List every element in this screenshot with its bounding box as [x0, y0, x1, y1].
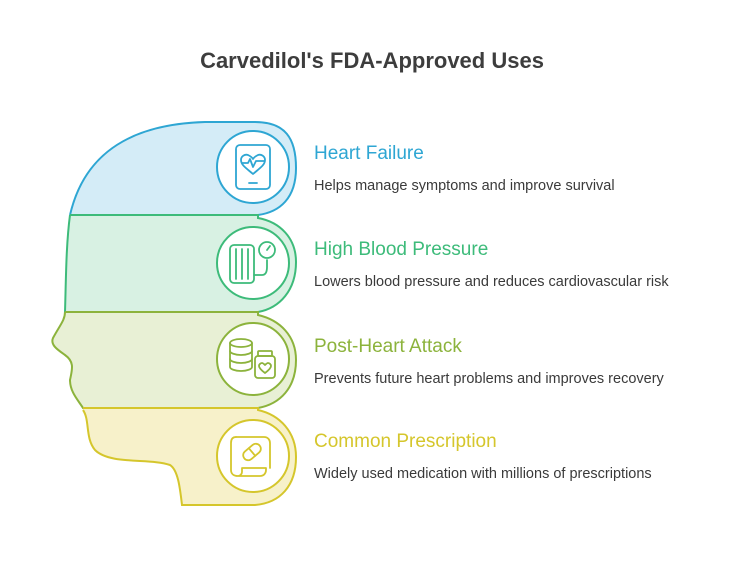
- icon-circle-post-heart-attack: [216, 322, 290, 396]
- diagram-title: Carvedilol's FDA-Approved Uses: [200, 48, 544, 73]
- item-description-common-prescription: Widely used medication with millions of …: [314, 466, 652, 482]
- prescription-scroll-icon: [230, 436, 271, 477]
- item-title-heart-failure: Heart Failure: [314, 143, 424, 164]
- item-description-heart-failure: Helps manage symptoms and improve surviv…: [314, 178, 615, 194]
- tablet-heart-icon: [235, 144, 271, 190]
- item-title-post-heart-attack: Post-Heart Attack: [314, 336, 462, 357]
- band-outline-common-prescription: [82, 407, 298, 506]
- item-title-high-blood-pressure: High Blood Pressure: [314, 239, 489, 260]
- blood-pressure-monitor-icon: [229, 241, 276, 284]
- band-outline-post-heart-attack: [51, 311, 298, 409]
- band-outline-high-blood-pressure: [63, 214, 298, 313]
- item-description-high-blood-pressure: Lowers blood pressure and reduces cardio…: [314, 274, 669, 290]
- item-description-post-heart-attack: Prevents future heart problems and impro…: [314, 371, 664, 387]
- icon-circle-common-prescription: [216, 419, 290, 493]
- pills-bottle-icon: [229, 338, 276, 379]
- icon-circle-high-blood-pressure: [216, 226, 290, 300]
- band-outline-heart-failure: [69, 121, 298, 216]
- item-title-common-prescription: Common Prescription: [314, 431, 497, 452]
